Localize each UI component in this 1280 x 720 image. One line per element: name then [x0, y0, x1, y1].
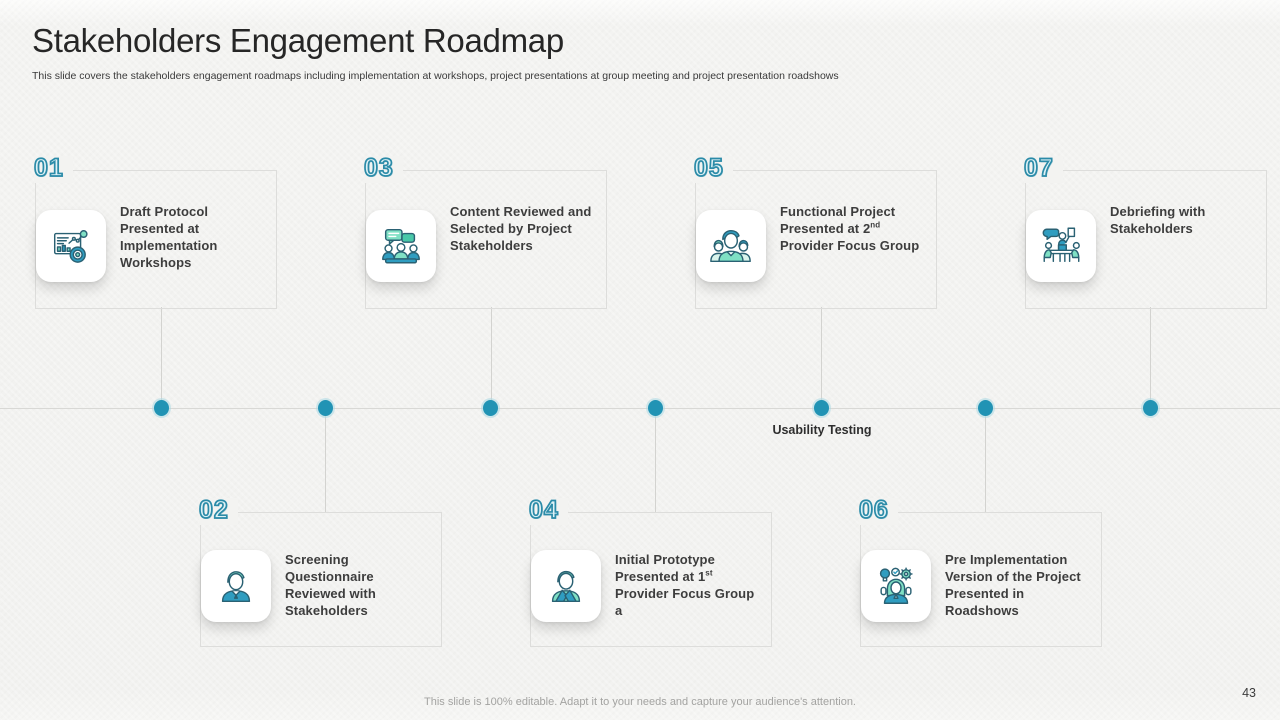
idea-person-icon: [861, 550, 931, 622]
milestone-number: 03: [363, 155, 403, 183]
connector-line: [985, 408, 986, 512]
footer-note: This slide is 100% editable. Adapt it to…: [424, 696, 856, 708]
timeline-dot-2: [318, 400, 333, 416]
milestone-card-01: 01 Draft Protocol Presented at Implement…: [33, 155, 277, 309]
group-discussion-icon: [366, 210, 436, 282]
page-title: Stakeholders Engagement Roadmap: [32, 22, 564, 59]
connector-line: [325, 408, 326, 512]
timeline-dot-4: [648, 400, 663, 416]
milestone-number: 01: [33, 155, 73, 183]
milestone-number: 02: [198, 497, 238, 525]
debrief-meeting-icon: [1026, 210, 1096, 282]
milestone-card-07: 07 Debriefing with Stakeholders: [1023, 155, 1267, 309]
slide-subtitle: This slide covers the stakeholders engag…: [32, 70, 839, 82]
milestone-label: Functional Project Presented at 2nd Prov…: [780, 204, 920, 254]
timeline-dot-5: [814, 400, 829, 416]
person-jacket-icon: [531, 550, 601, 622]
milestone-card-02: 02 Screening Questionnaire Reviewed with…: [198, 497, 442, 647]
timeline-dot-3: [483, 400, 498, 416]
milestone-label: Screening Questionnaire Reviewed with St…: [285, 552, 376, 619]
timeline-dot-7: [1143, 400, 1158, 416]
connector-line: [1150, 307, 1151, 408]
chart-presentation-icon: [36, 210, 106, 282]
milestone-card-06: 06 Pre Implementation Versio: [858, 497, 1102, 647]
connector-line: [655, 408, 656, 512]
milestone-number: 07: [1023, 155, 1063, 183]
milestone-number: 05: [693, 155, 733, 183]
milestone-number: 06: [858, 497, 898, 525]
timeline-dot-1: [154, 400, 169, 416]
timeline-axis: [0, 408, 1280, 409]
timeline-dot-6: [978, 400, 993, 416]
milestone-label: Draft Protocol Presented at Implementati…: [120, 204, 218, 271]
milestone-number: 04: [528, 497, 568, 525]
milestone-label: Pre Implementation Version of the Projec…: [945, 552, 1081, 619]
milestone-label: Initial Prototype Presented at 1st Provi…: [615, 552, 755, 619]
milestone-card-04: 04 Initial Prototype Presented at 1st Pr…: [528, 497, 772, 647]
person-icon: [201, 550, 271, 622]
milestone-card-03: 03 Content Reviewed and Selected by Proj…: [363, 155, 607, 309]
connector-line: [491, 307, 492, 408]
milestone-card-05: 05 Functional Project Presented at 2nd P…: [693, 155, 937, 309]
connector-line: [161, 307, 162, 408]
page-number: 43: [1242, 686, 1256, 700]
connector-line: [821, 307, 822, 408]
team-icon: [696, 210, 766, 282]
milestone-label: Content Reviewed and Selected by Project…: [450, 204, 592, 254]
milestone-label: Debriefing with Stakeholders: [1110, 204, 1206, 237]
usability-testing-label: Usability Testing: [772, 423, 872, 437]
